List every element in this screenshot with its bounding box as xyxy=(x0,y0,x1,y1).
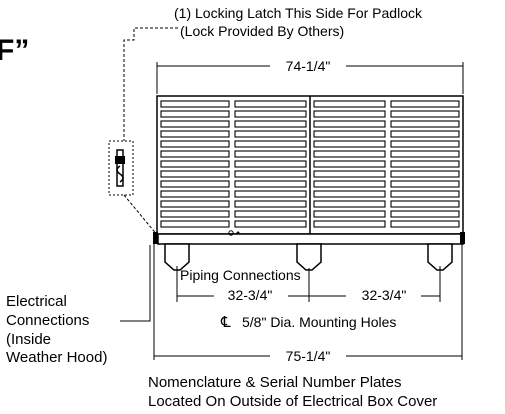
left-latch xyxy=(153,232,158,244)
dimension-bottom-width xyxy=(153,244,463,360)
louver-slat xyxy=(160,100,230,108)
louver-slat xyxy=(390,170,460,178)
latch-note-line1: (1) Locking Latch This Side For Padlock xyxy=(174,5,423,21)
louver-slat xyxy=(234,180,307,188)
piping-connections-label: Piping Connections xyxy=(180,267,301,283)
nameplate-note-line1: Nomenclature & Serial Number Plates xyxy=(148,374,401,391)
latch-detail-leader xyxy=(123,194,159,237)
electrical-note-line3: (Inside xyxy=(6,331,51,348)
electrical-note-line4: Weather Hood) xyxy=(6,349,107,366)
electrical-note-line1: Electrical xyxy=(6,293,67,310)
louver-grille xyxy=(160,100,460,228)
electrical-knockout-1 xyxy=(228,230,234,236)
nameplate-note-line2: Located On Outside of Electrical Box Cov… xyxy=(148,393,437,410)
louver-slat xyxy=(160,170,230,178)
louver-slat xyxy=(234,220,307,228)
louver-slat xyxy=(313,130,386,138)
louver-slat xyxy=(234,140,307,148)
louver-slat xyxy=(234,120,307,128)
louver-slat xyxy=(160,120,230,128)
louver-slat xyxy=(234,170,307,178)
louver-slat xyxy=(313,160,386,168)
louver-slat xyxy=(234,100,307,108)
louver-slat xyxy=(160,190,230,198)
electrical-knockout-2 xyxy=(236,231,240,235)
dimension-top-width xyxy=(156,62,464,94)
louver-slat xyxy=(390,150,460,158)
louver-slat xyxy=(390,220,460,228)
louver-slat xyxy=(160,140,230,148)
louver-slat xyxy=(390,110,460,118)
louver-slat xyxy=(313,100,386,108)
louver-slat xyxy=(160,210,230,218)
louver-slat xyxy=(390,130,460,138)
louver-slat xyxy=(160,160,230,168)
louver-slat xyxy=(160,200,230,208)
right-latch xyxy=(460,232,465,244)
electrical-note-line2: Connections xyxy=(6,312,89,329)
louver-slat xyxy=(313,220,386,228)
louver-slat xyxy=(160,220,230,228)
louver-slat xyxy=(313,200,386,208)
electrical-leader xyxy=(120,245,151,322)
louver-slat xyxy=(160,150,230,158)
dimension-top-width-label: 74-1/4" xyxy=(286,58,331,74)
louver-slat xyxy=(313,210,386,218)
louver-slat xyxy=(390,200,460,208)
louver-slat xyxy=(234,110,307,118)
mounting-holes-label: 5/8" Dia. Mounting Holes xyxy=(242,314,396,330)
louver-slat xyxy=(160,180,230,188)
louver-slat xyxy=(390,180,460,188)
louver-slat xyxy=(234,190,307,198)
louver-slat xyxy=(234,130,307,138)
louver-slat xyxy=(234,150,307,158)
louver-slat xyxy=(390,140,460,148)
mounting-legs xyxy=(164,243,453,271)
louver-slat xyxy=(234,160,307,168)
louver-slat xyxy=(234,200,307,208)
louver-slat xyxy=(313,140,386,148)
base-rail xyxy=(157,233,464,245)
dimension-left-spacing-label: 32-3/4" xyxy=(228,287,273,303)
louver-slat xyxy=(390,190,460,198)
louver-slat xyxy=(313,180,386,188)
louver-slat xyxy=(390,100,460,108)
louver-slat xyxy=(313,170,386,178)
latch-note-line2: (Lock Provided By Others) xyxy=(180,23,344,39)
louver-slat xyxy=(390,160,460,168)
latch-leader xyxy=(123,27,178,141)
latch-detail xyxy=(108,140,134,196)
louver-slat xyxy=(234,210,307,218)
louver-slat xyxy=(160,130,230,138)
louver-slat xyxy=(313,150,386,158)
louver-slat xyxy=(160,110,230,118)
header-letter: F” xyxy=(0,34,29,67)
centerline-symbol: ℄ xyxy=(220,314,231,331)
louver-slat xyxy=(313,110,386,118)
louver-slat xyxy=(313,190,386,198)
louver-slat xyxy=(390,210,460,218)
dimension-bottom-width-label: 75-1/4" xyxy=(286,348,331,364)
louver-slat xyxy=(313,120,386,128)
dimension-right-spacing-label: 32-3/4" xyxy=(362,287,407,303)
louver-slat xyxy=(390,120,460,128)
